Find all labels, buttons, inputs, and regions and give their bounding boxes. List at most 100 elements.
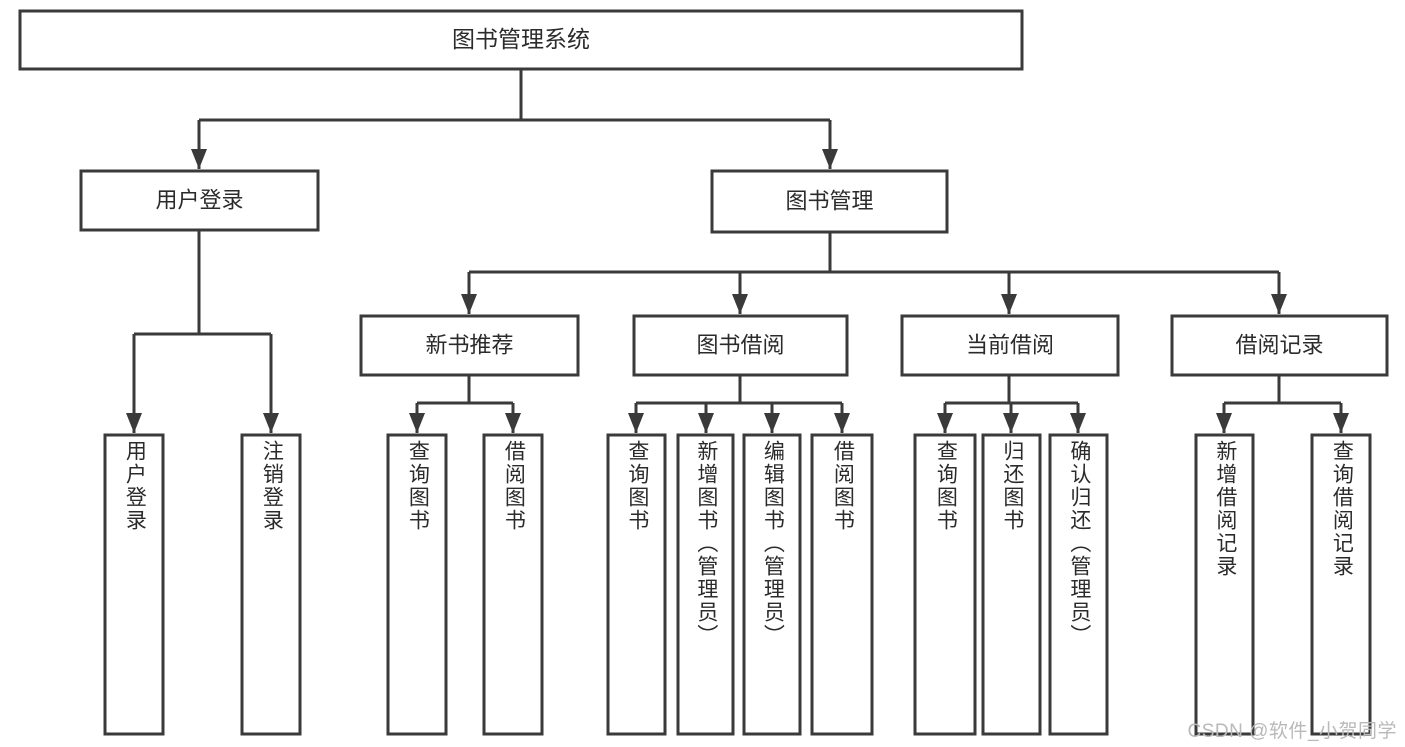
node-leaf-query-book-rec-box[interactable] (386, 433, 448, 736)
node-leaf-query-borrow-record-box[interactable] (1310, 433, 1372, 736)
node-leaf-user-login-label: 用户登录 (123, 440, 147, 532)
node-leaf-edit-book-admin-label-area: 编辑图书（管理员） (761, 440, 785, 647)
node-book-management-label: 图书管理 (785, 188, 873, 213)
node-user-login[interactable]: 用户登录 (79, 169, 320, 232)
node-book-management[interactable]: 图书管理 (710, 169, 949, 234)
node-leaf-user-logout[interactable]: 注销登录 (240, 433, 302, 736)
node-root-system-label: 图书管理系统 (452, 26, 590, 52)
node-leaf-query-book-borrow[interactable]: 查询图书 (606, 433, 667, 736)
connector-layer (126, 69, 1349, 433)
connector-group-root-to-level1 (191, 69, 838, 169)
node-leaf-edit-book-admin[interactable]: 编辑图书（管理员） (742, 433, 802, 736)
node-leaf-add-book-admin[interactable]: 新增图书（管理员） (676, 433, 735, 736)
node-leaf-user-login-label-area: 用户登录 (123, 440, 147, 532)
node-borrow-record[interactable]: 借阅记录 (1170, 314, 1389, 377)
node-borrow-record-label: 借阅记录 (1235, 332, 1323, 357)
node-leaf-return-book-box[interactable] (981, 433, 1042, 736)
node-leaf-query-book-rec[interactable]: 查询图书 (386, 433, 448, 736)
node-leaf-query-book-borrow-label: 查询图书 (625, 440, 649, 532)
arrow-head-icon (409, 413, 425, 433)
node-root-system-box[interactable] (18, 9, 1024, 71)
node-leaf-query-book-borrow-label-area: 查询图书 (625, 440, 649, 532)
node-leaf-confirm-return-admin-label-area: 确认归还（管理员） (1067, 440, 1091, 647)
arrow-head-icon (191, 149, 207, 169)
arrow-head-icon (1271, 294, 1287, 314)
node-leaf-confirm-return-admin-box[interactable] (1048, 433, 1109, 736)
node-book-borrow-label: 图书借阅 (696, 332, 784, 357)
connector-group-user-login-to-leaves (126, 230, 279, 433)
arrow-head-icon (263, 413, 279, 433)
node-leaf-query-book-current-box[interactable] (913, 433, 977, 736)
csdn-watermark: CSDN @软件_小贺同学 (1187, 721, 1397, 742)
node-leaf-add-book-admin-label-area: 新增图书（管理员） (694, 440, 718, 647)
node-leaf-borrow-book[interactable]: 借阅图书 (810, 433, 874, 736)
node-leaf-query-book-current-label: 查询图书 (934, 440, 958, 532)
node-leaf-query-book-borrow-box[interactable] (606, 433, 667, 736)
node-leaf-add-borrow-record-label-area: 新增借阅记录 (1214, 440, 1237, 578)
arrow-head-icon (764, 413, 780, 433)
arrow-head-icon (732, 294, 748, 314)
arrow-head-icon (698, 413, 714, 433)
node-leaf-borrow-book-label: 借阅图书 (831, 440, 855, 532)
node-leaf-query-book-current-label-area: 查询图书 (934, 440, 958, 532)
node-leaf-query-borrow-record-label-area: 查询借阅记录 (1330, 440, 1354, 578)
node-leaf-borrow-book-rec[interactable]: 借阅图书 (482, 433, 544, 736)
node-leaf-query-book-current[interactable]: 查询图书 (913, 433, 977, 736)
node-root-system[interactable]: 图书管理系统 (18, 9, 1024, 71)
connector-group-borrow-record-to-leaves (1216, 375, 1349, 433)
node-new-book-recommend[interactable]: 新书推荐 (359, 314, 580, 377)
node-user-login-label: 用户登录 (155, 187, 243, 212)
node-borrow-record-box[interactable] (1170, 314, 1389, 377)
node-leaf-edit-book-admin-label: 编辑图书（管理员） (761, 440, 785, 647)
node-leaf-add-book-admin-label: 新增图书（管理员） (694, 440, 718, 647)
connector-group-book-borrow-to-leaves (628, 375, 850, 433)
arrow-head-icon (1216, 413, 1232, 433)
node-leaf-borrow-book-label-area: 借阅图书 (831, 440, 855, 532)
node-leaf-confirm-return-admin-label: 确认归还（管理员） (1067, 440, 1091, 647)
node-book-borrow-box[interactable] (632, 314, 849, 377)
arrow-head-icon (1333, 413, 1349, 433)
node-leaf-borrow-book-box[interactable] (810, 433, 874, 736)
node-leaf-return-book-label: 归还图书 (1000, 440, 1024, 532)
node-leaf-return-book-label-area: 归还图书 (1000, 440, 1024, 532)
node-leaf-borrow-book-rec-label-area: 借阅图书 (502, 440, 526, 532)
node-leaf-borrow-book-rec-label: 借阅图书 (502, 440, 526, 532)
node-leaf-edit-book-admin-box[interactable] (742, 433, 802, 736)
arrow-head-icon (1070, 413, 1086, 433)
node-leaf-query-borrow-record-label: 查询借阅记录 (1330, 440, 1354, 578)
arrow-head-icon (1003, 413, 1019, 433)
node-current-borrow-label: 当前借阅 (966, 332, 1054, 357)
connector-group-current-borrow-to-leaves (937, 375, 1086, 433)
arrow-head-icon (937, 413, 953, 433)
node-leaf-confirm-return-admin[interactable]: 确认归还（管理员） (1048, 433, 1109, 736)
arrow-head-icon (834, 413, 850, 433)
node-leaf-user-logout-box[interactable] (240, 433, 302, 736)
arrow-head-icon (505, 413, 521, 433)
node-leaf-add-borrow-record[interactable]: 新增借阅记录 (1194, 433, 1255, 736)
connector-group-new-book-recommend-to-leaves (409, 375, 521, 433)
node-leaf-user-login[interactable]: 用户登录 (103, 433, 165, 736)
node-leaf-borrow-book-rec-box[interactable] (482, 433, 544, 736)
arrow-head-icon (628, 413, 644, 433)
arrow-head-icon (822, 149, 838, 169)
node-new-book-recommend-box[interactable] (359, 314, 580, 377)
connector-group-book-management-to-level2 (461, 232, 1287, 314)
node-leaf-user-login-box[interactable] (103, 433, 165, 736)
node-leaf-user-logout-label-area: 注销登录 (260, 440, 283, 532)
node-book-borrow[interactable]: 图书借阅 (632, 314, 849, 377)
node-leaf-add-borrow-record-box[interactable] (1194, 433, 1255, 736)
node-current-borrow[interactable]: 当前借阅 (900, 314, 1120, 377)
arrow-head-icon (461, 294, 477, 314)
arrow-head-icon (126, 413, 142, 433)
node-leaf-query-book-rec-label-area: 查询图书 (406, 440, 429, 532)
node-layer: 图书管理系统用户登录图书管理新书推荐图书借阅当前借阅借阅记录用户登录注销登录查询… (18, 9, 1389, 736)
node-user-login-box[interactable] (79, 169, 320, 232)
node-leaf-add-book-admin-box[interactable] (676, 433, 735, 736)
node-new-book-recommend-label: 新书推荐 (425, 332, 513, 357)
node-leaf-return-book[interactable]: 归还图书 (981, 433, 1042, 736)
node-leaf-query-borrow-record[interactable]: 查询借阅记录 (1310, 433, 1372, 736)
node-current-borrow-box[interactable] (900, 314, 1120, 377)
node-book-management-box[interactable] (710, 169, 949, 234)
